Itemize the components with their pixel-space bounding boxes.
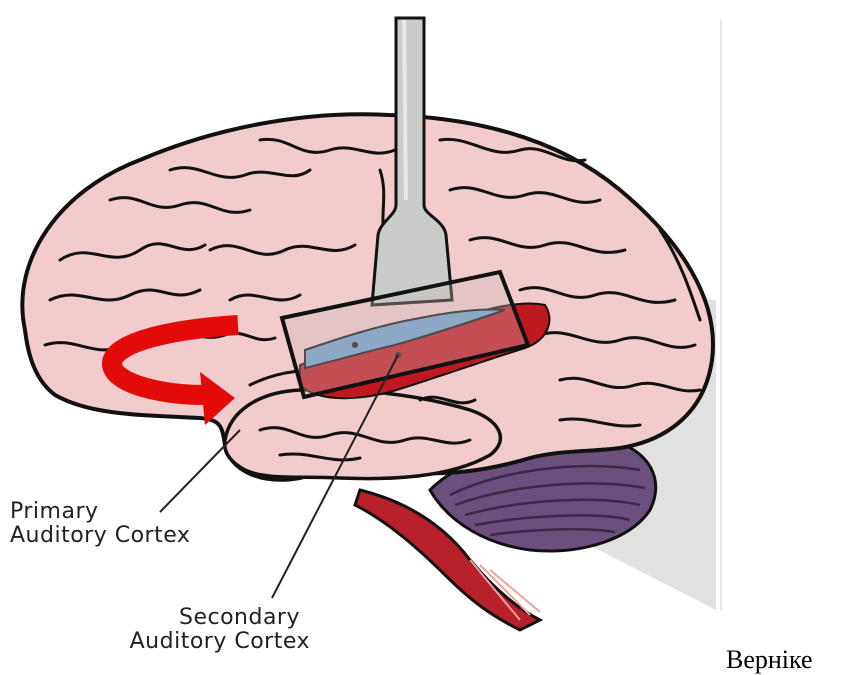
primary-label-line2: Auditory Cortex — [10, 524, 190, 548]
secondary-label-line1: Secondary — [50, 606, 310, 630]
secondary-label-line2: Auditory Cortex — [50, 630, 310, 654]
probe-highlight — [404, 20, 406, 200]
primary-label-line1: Primary — [10, 500, 190, 524]
projection-shadow — [720, 20, 722, 610]
primary-auditory-cortex-label: Primary Auditory Cortex — [10, 500, 190, 548]
caption: Верніке — [726, 645, 813, 675]
secondary-auditory-cortex-label: Secondary Auditory Cortex — [50, 606, 310, 654]
